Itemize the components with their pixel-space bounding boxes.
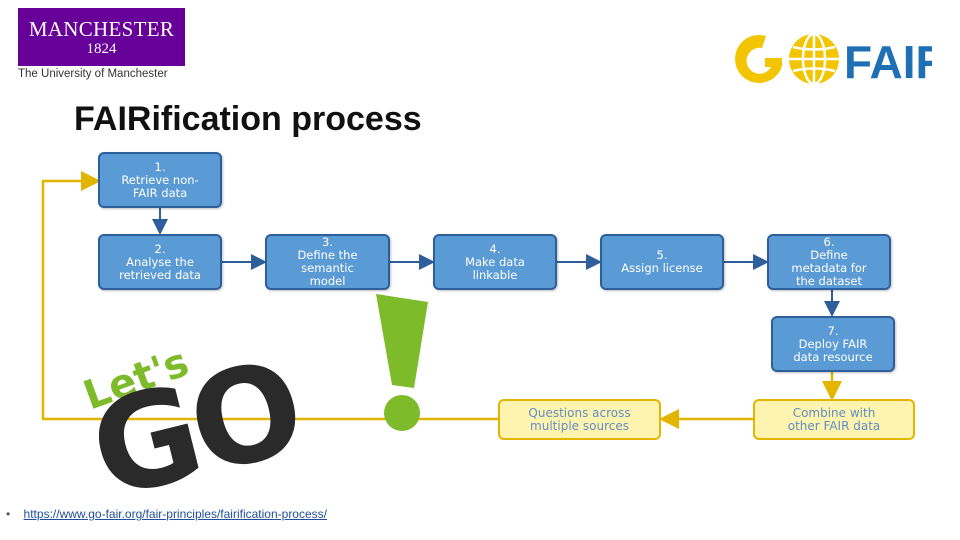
go-fair-logo-fair: FAIR <box>844 36 932 88</box>
outcome-label-line: multiple sources <box>530 418 629 433</box>
step-label-line: metadata for <box>791 261 867 275</box>
outcome-label-line: Questions across <box>528 405 631 420</box>
exclamation-bar <box>376 294 428 388</box>
step-label-line: Define the <box>297 248 358 262</box>
university-of-manchester-logo: MANCHESTER 1824 The University of Manche… <box>18 8 188 88</box>
source-link[interactable]: https://www.go-fair.org/fair-principles/… <box>23 507 327 521</box>
step-label-line: linkable <box>472 267 518 282</box>
step-label-line: Define <box>810 248 848 262</box>
step-box-7: 7. Deploy FAIR data resource <box>771 316 895 372</box>
step-box-5: 5. Assign license <box>600 234 724 290</box>
outcome-box-questions: Questions across multiple sources <box>498 399 661 440</box>
step-box-4: 4. Make data linkable <box>433 234 557 290</box>
step-number: 7. <box>827 323 839 338</box>
go-fair-logo: FAIR <box>735 32 932 88</box>
globe-icon <box>789 32 839 86</box>
step-box-2: 2. Analyse the retrieved data <box>98 234 222 290</box>
step-label-line: semantic <box>301 261 354 275</box>
outcome-label-line: other FAIR data <box>787 418 881 433</box>
step-number: 5. <box>656 248 668 262</box>
uom-logo-year: 1824 <box>86 41 117 57</box>
step-label-line: retrieved data <box>119 267 201 282</box>
step-label-line: FAIR data <box>132 185 188 200</box>
outcome-box-combine: Combine with other FAIR data <box>753 399 915 440</box>
step-label-line: Assign license <box>621 261 703 275</box>
loop-connector <box>41 171 498 421</box>
step-label-line: Deploy FAIR <box>798 336 868 351</box>
uom-logo-name: MANCHESTER <box>28 17 175 41</box>
step-label-line: Retrieve non- <box>121 172 199 187</box>
step-number: 1. <box>154 159 166 174</box>
uom-logo-box: MANCHESTER 1824 <box>18 8 185 66</box>
step-number: 4. <box>489 241 501 256</box>
step-box-6: 6. Define metadata for the dataset <box>767 234 891 290</box>
exclamation-dot <box>384 395 420 431</box>
step-label-line: the dataset <box>795 274 862 288</box>
footer: • https://www.go-fair.org/fair-principle… <box>6 507 327 521</box>
step-label-line: model <box>309 274 346 288</box>
step-box-1: 1. Retrieve non- FAIR data <box>98 152 222 208</box>
lets-go-graphic: Let's GO <box>77 294 428 503</box>
step-number: 6. <box>823 235 835 249</box>
step-number: 3. <box>322 235 333 249</box>
uom-logo-subtitle: The University of Manchester <box>18 68 168 80</box>
step-box-3: 3. Define the semantic model <box>265 234 390 290</box>
outcome-label-line: Combine with <box>792 405 876 420</box>
step-label-line: Make data <box>465 254 525 269</box>
go-text: GO <box>77 331 313 503</box>
step-label-line: Analyse the <box>126 254 194 269</box>
step-label-line: data resource <box>793 349 873 364</box>
page-title: FAIRification process <box>74 100 422 138</box>
step-number: 2. <box>154 241 166 256</box>
go-fair-logo-g <box>735 34 782 83</box>
footer-bullet: • <box>6 507 11 521</box>
